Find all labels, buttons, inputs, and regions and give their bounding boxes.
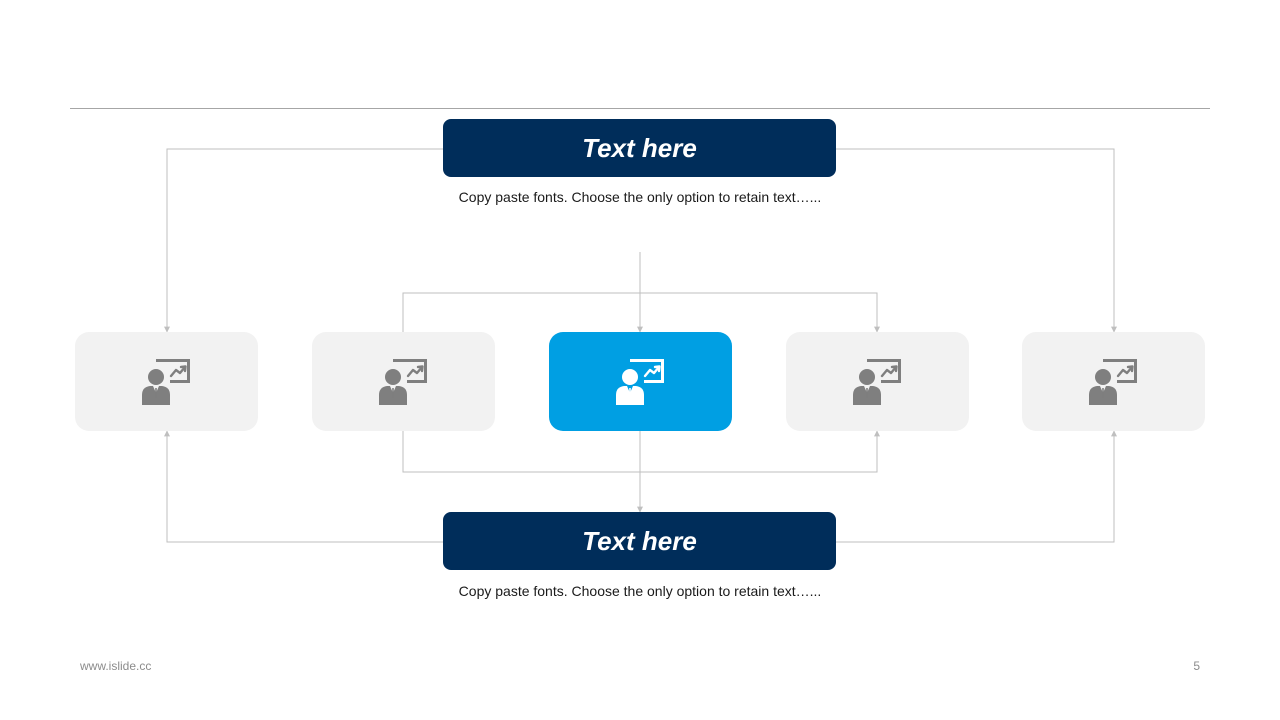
presenter-chart-icon bbox=[1088, 358, 1137, 405]
card-3 bbox=[549, 332, 732, 431]
connector-top-right bbox=[836, 148, 1117, 333]
top-description: Copy paste fonts. Choose the only option… bbox=[458, 189, 822, 205]
connector-top-bracket bbox=[400, 292, 880, 338]
top-divider bbox=[70, 108, 1210, 109]
top-title-box: Text here bbox=[443, 119, 836, 177]
bottom-title-text: Text here bbox=[582, 525, 697, 556]
presenter-chart-icon bbox=[378, 358, 427, 405]
bottom-title-box: Text here bbox=[443, 512, 836, 570]
page-number: 5 bbox=[1193, 659, 1200, 673]
card-4 bbox=[786, 332, 969, 431]
bottom-description: Copy paste fonts. Choose the only option… bbox=[458, 583, 822, 599]
top-title-text: Text here bbox=[582, 132, 697, 163]
card-2 bbox=[312, 332, 495, 431]
card-5 bbox=[1022, 332, 1205, 431]
presenter-chart-icon bbox=[615, 358, 664, 405]
card-1 bbox=[75, 332, 258, 431]
connector-bottom-right bbox=[836, 430, 1117, 543]
connector-top-left bbox=[164, 148, 443, 333]
presenter-chart-icon bbox=[141, 358, 190, 405]
connector-bottom-left bbox=[164, 430, 443, 543]
presenter-chart-icon bbox=[852, 358, 901, 405]
footer-url[interactable]: www.islide.cc bbox=[80, 659, 152, 673]
